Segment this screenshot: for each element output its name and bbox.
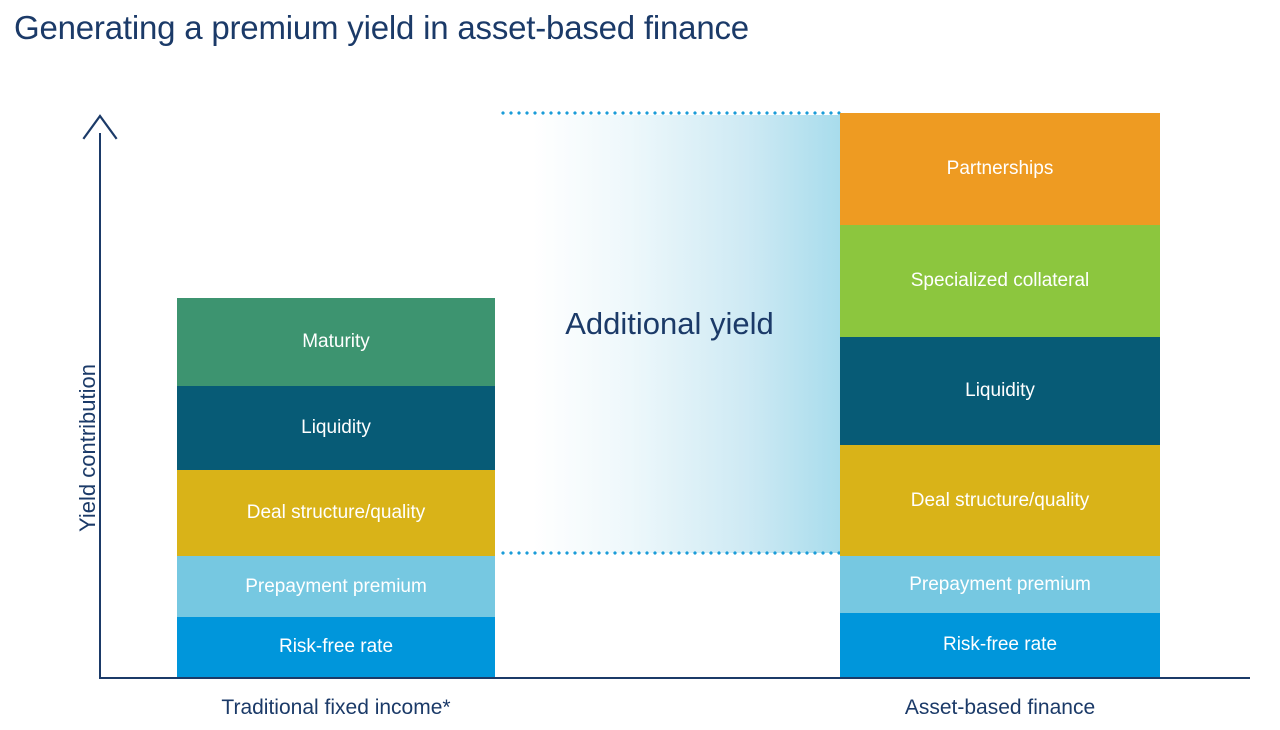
bar-segment-label: Deal structure/quality xyxy=(246,502,426,523)
page-title: Generating a premium yield in asset-base… xyxy=(14,9,749,46)
up-arrow-icon xyxy=(82,114,118,140)
bar-segment-label: Liquidity xyxy=(965,380,1035,401)
stacked-bar-traditional-fixed-income: Maturity Liquidity Deal structure/qualit… xyxy=(177,298,495,677)
bar-segment-label: Risk-free rate xyxy=(942,634,1058,655)
bar-segment-partnerships: Partnerships xyxy=(840,113,1160,225)
bar-segment-risk-free-rate: Risk-free rate xyxy=(840,613,1160,677)
bar-segment-maturity: Maturity xyxy=(177,298,495,386)
bar-segment-prepayment-premium: Prepayment premium xyxy=(177,556,495,617)
x-axis-category-label-asset-based-finance: Asset-based finance xyxy=(904,696,1096,719)
y-axis-label: Yield contribution xyxy=(75,364,100,532)
x-axis-category-label-traditional-fixed-income: Traditional fixed income* xyxy=(221,696,451,719)
bar-segment-label: Specialized collateral xyxy=(910,270,1090,291)
bar-segment-risk-free-rate: Risk-free rate xyxy=(177,617,495,677)
connector-line-top xyxy=(499,111,843,115)
additional-yield-label: Additional yield xyxy=(565,306,774,341)
bar-segment-label: Risk-free rate xyxy=(278,636,394,657)
bar-segment-label: Liquidity xyxy=(301,417,371,438)
bar-segment-label: Prepayment premium xyxy=(909,573,1091,595)
stacked-bar-asset-based-finance: Partnerships Specialized collateral Liqu… xyxy=(840,113,1160,677)
bar-segment-deal-structure-quality: Deal structure/quality xyxy=(840,445,1160,556)
bar-segment-label: Prepayment premium xyxy=(245,575,427,597)
bar-segment-deal-structure-quality: Deal structure/quality xyxy=(177,470,495,556)
bar-segment-label: Maturity xyxy=(302,331,370,352)
bar-segment-liquidity: Liquidity xyxy=(840,337,1160,445)
bar-segment-label: Partnerships xyxy=(946,158,1054,179)
bar-segment-prepayment-premium: Prepayment premium xyxy=(840,556,1160,613)
y-axis-line xyxy=(99,133,101,678)
bar-segment-specialized-collateral: Specialized collateral xyxy=(840,225,1160,337)
bar-segment-label: Deal structure/quality xyxy=(910,489,1090,511)
bar-segment-liquidity: Liquidity xyxy=(177,386,495,470)
x-axis-line xyxy=(99,677,1250,679)
additional-yield-band xyxy=(499,115,840,553)
connector-line-bottom xyxy=(499,551,843,555)
